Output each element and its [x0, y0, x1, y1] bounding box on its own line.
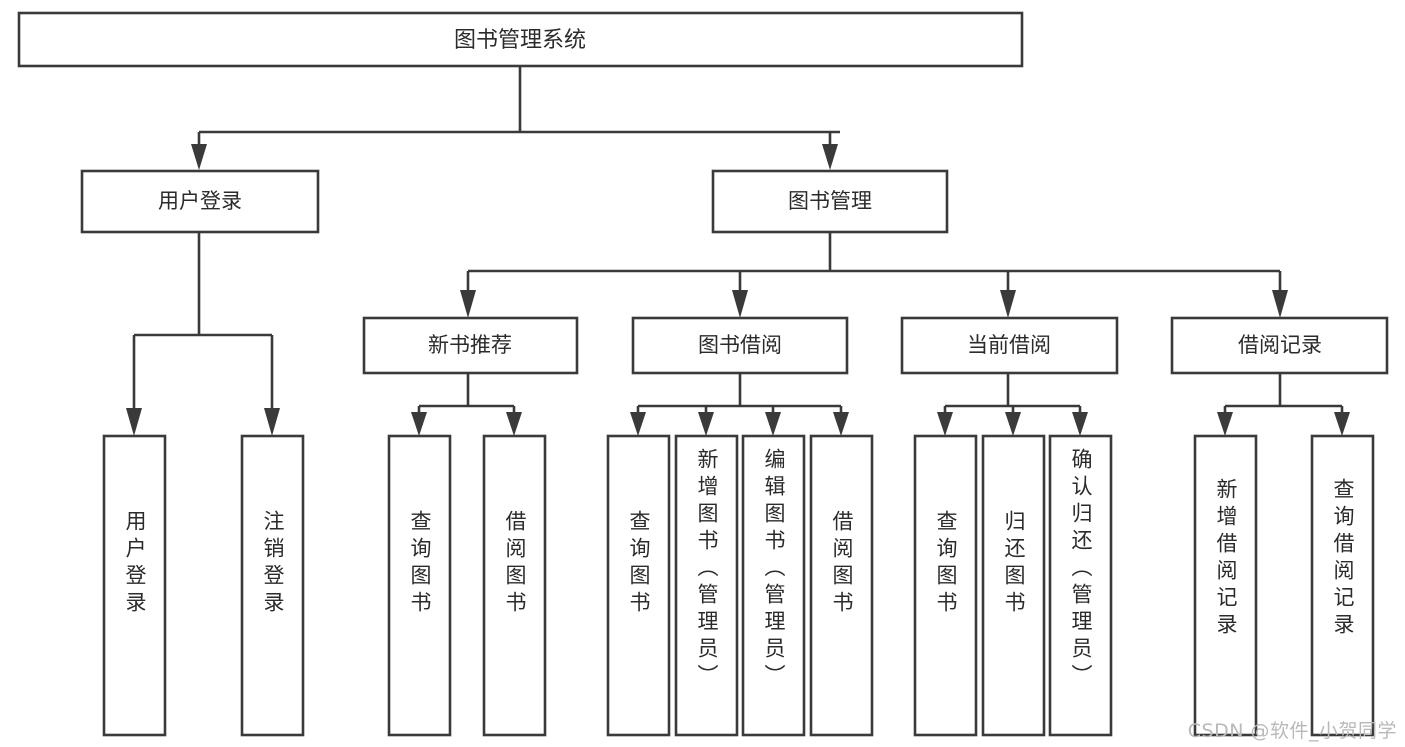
node-borrow-record-label: 借阅记录: [1238, 333, 1322, 357]
arrow-head-new-book-recommend: [460, 290, 476, 318]
node-borrow-record-box[interactable]: [1170, 316, 1389, 375]
leaf-box-nbr-query-book[interactable]: [387, 434, 452, 737]
node-user-login[interactable]: 用户登录: [80, 169, 320, 234]
leaf-box-bb-query-book[interactable]: [606, 434, 671, 737]
node-book-manage[interactable]: 图书管理: [711, 169, 949, 234]
arrow-head-nbr-leaf-1: [411, 412, 427, 436]
node-root-system-box[interactable]: [17, 11, 1024, 68]
node-root-system-label: 图书管理系统: [454, 28, 586, 53]
node-root-system[interactable]: 图书管理系统: [17, 11, 1024, 68]
arrow-head-bb-leaf-2: [698, 412, 714, 436]
leaf-box-br-query-record[interactable]: [1310, 434, 1375, 737]
arrow-head-cb-leaf-3: [1072, 412, 1088, 436]
arrow-head-br-leaf-1: [1217, 412, 1233, 436]
arrow-head-br-leaf-2: [1334, 412, 1350, 436]
connector-group-current-borrow-to-leaves: [937, 373, 1088, 436]
arrow-head-bb-leaf-1: [630, 412, 646, 436]
node-book-manage-box[interactable]: [711, 169, 949, 234]
leaf-box-user-login-login[interactable]: [102, 434, 167, 737]
leaf-box-bb-borrow-book[interactable]: [809, 434, 874, 737]
connector-group-book-manage-to-level3: [460, 232, 1288, 318]
arrow-head-borrow-record: [1272, 290, 1288, 318]
node-new-book-recommend[interactable]: 新书推荐: [362, 316, 579, 375]
arrow-head-cb-leaf-2: [1005, 412, 1021, 436]
node-user-login-label: 用户登录: [158, 189, 242, 213]
node-book-borrow[interactable]: 图书借阅: [631, 316, 849, 375]
connector-group-book-borrow-to-leaves: [630, 373, 849, 436]
connector-group-borrow-record-to-leaves: [1217, 373, 1350, 436]
connector-group-user-login-to-leaves: [126, 232, 280, 436]
arrow-head-bb-leaf-3: [765, 412, 781, 436]
arrow-head-book-manage: [822, 144, 838, 170]
leaf-box-bb-edit-book[interactable]: [741, 434, 806, 737]
leaf-box-user-login-logout[interactable]: [240, 434, 305, 737]
leaf-box-nbr-borrow-book[interactable]: [482, 434, 547, 737]
node-borrow-record[interactable]: 借阅记录: [1170, 316, 1389, 375]
connector-group-root-to-level2: [191, 66, 840, 170]
leaf-box-br-add-record[interactable]: [1193, 434, 1258, 737]
csdn-watermark: CSDN @软件_小贺同学: [1187, 720, 1397, 742]
arrow-head-cb-leaf-1: [937, 412, 953, 436]
leaf-box-bb-add-book[interactable]: [674, 434, 739, 737]
arrow-head-book-borrow: [732, 290, 748, 318]
leaf-box-cb-confirm-return[interactable]: [1048, 434, 1113, 737]
arrow-head-leaf-logout: [264, 408, 280, 436]
arrow-head-bb-leaf-4: [833, 412, 849, 436]
node-new-book-recommend-label: 新书推荐: [428, 333, 512, 357]
node-book-borrow-box[interactable]: [631, 316, 849, 375]
node-current-borrow-box[interactable]: [900, 316, 1119, 375]
node-current-borrow[interactable]: 当前借阅: [900, 316, 1119, 375]
arrow-head-leaf-user-login: [126, 408, 142, 436]
node-user-login-box[interactable]: [80, 169, 320, 234]
arrow-head-nbr-leaf-2: [506, 412, 522, 436]
arrow-head-user-login: [191, 144, 207, 170]
connector-group-new-book-recommend-to-leaves: [411, 373, 522, 436]
node-book-borrow-label: 图书借阅: [698, 333, 782, 357]
leaf-box-cb-return-book[interactable]: [981, 434, 1046, 737]
arrow-head-current-borrow: [1000, 290, 1016, 318]
node-new-book-recommend-box[interactable]: [362, 316, 579, 375]
node-book-manage-label: 图书管理: [788, 189, 872, 213]
leaf-box-cb-query-book[interactable]: [913, 434, 978, 737]
node-current-borrow-label: 当前借阅: [967, 333, 1051, 357]
